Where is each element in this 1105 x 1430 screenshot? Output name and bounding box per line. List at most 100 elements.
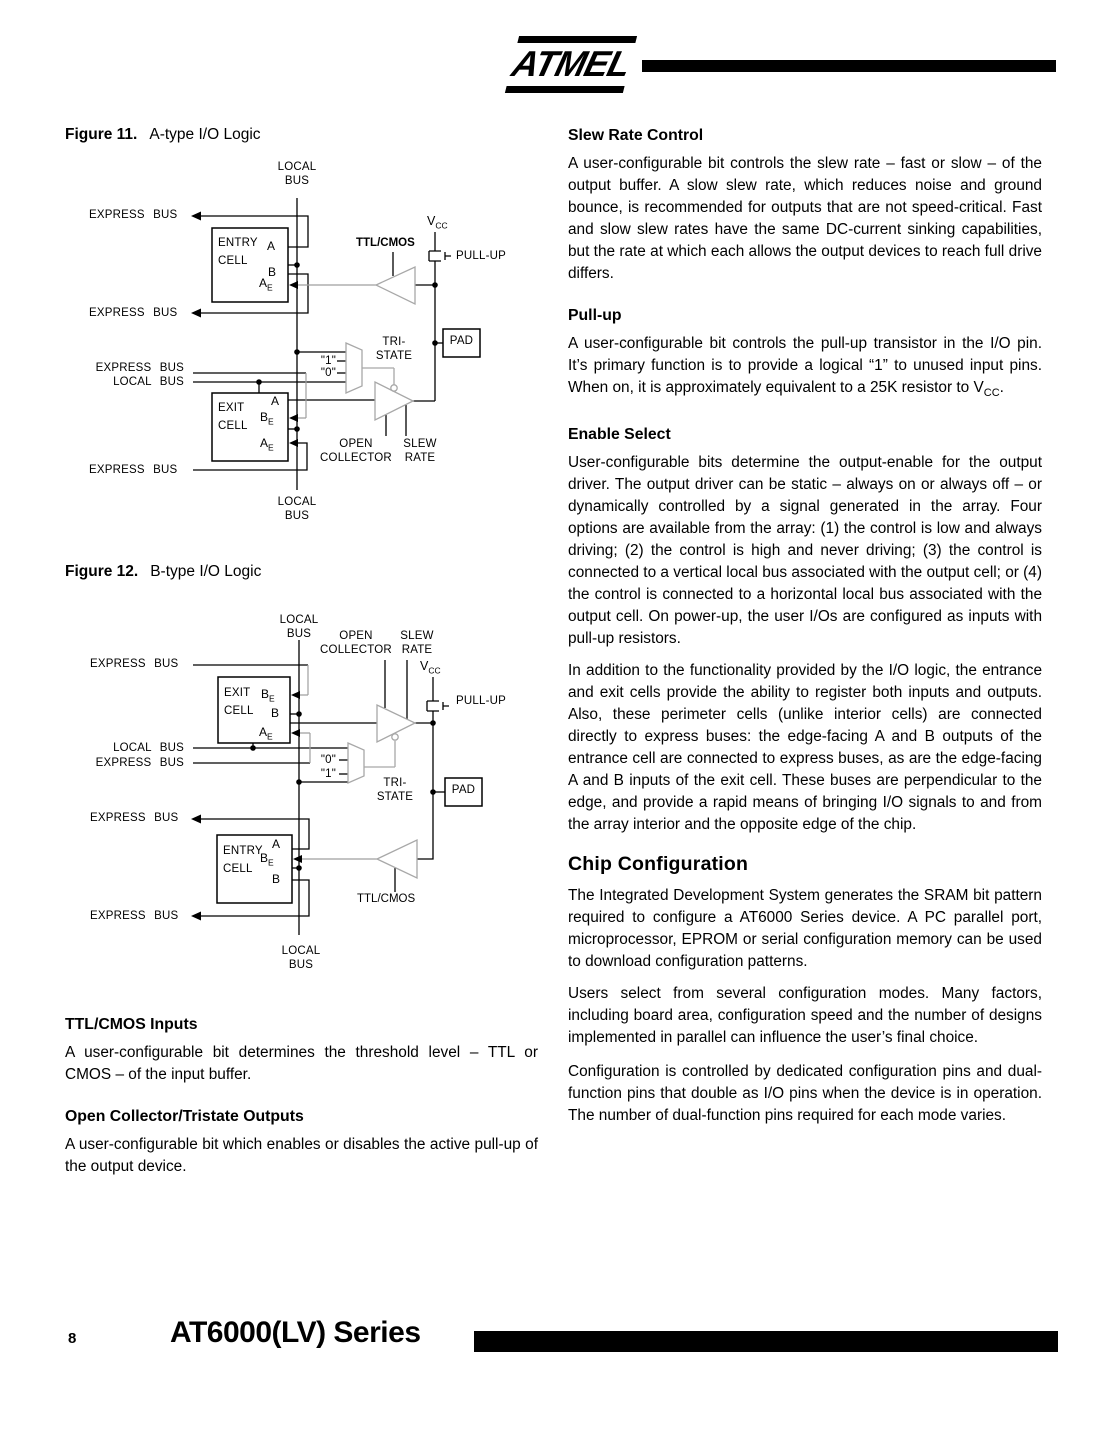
fig11-entry-cell-box [211, 227, 289, 303]
fig12-express-bus-4-label: EXPRESS BUS [90, 910, 179, 922]
fig12-pullup-symbol [426, 700, 449, 712]
fig12-slew-rate-label: SLEW RATE [400, 630, 434, 656]
fig12-cell-boxes [216, 676, 483, 904]
fig12-mux-const-1: "1" [320, 768, 336, 780]
fig11-gates [345, 265, 416, 422]
fig12-exit-pin-ae: AE [259, 725, 273, 742]
slew-rate-control-paragraph: A user-configurable bit controls the sle… [568, 155, 1042, 282]
pull-up-paragraph: A user-configurable bit controls the pul… [568, 335, 1042, 400]
fig12-entry-cell-label: ENTRY CELL [223, 845, 263, 875]
figure11-caption-label: Figure 11. [65, 126, 138, 143]
fig11-exit-pin-be: BE [260, 410, 274, 427]
pull-up-heading: Pull-up [568, 307, 622, 324]
fig11-slew-rate-label: SLEW RATE [403, 438, 437, 464]
fig11-exit-cell-label: EXIT CELL [218, 402, 248, 432]
fig11-bus-lines [193, 198, 443, 490]
fig11-input-buffer-triangle [374, 265, 416, 306]
page-number: 8 [68, 1330, 77, 1347]
fig12-pull-up-label: PULL-UP [456, 695, 506, 707]
fig12-entry-pin-a: A [272, 837, 281, 851]
fig11-entry-cell-label: ENTRY CELL [218, 237, 258, 267]
fig12-pad-box [444, 777, 483, 807]
fig12-exit-pin-b: B [271, 706, 280, 720]
fig11-open-collector-label: OPEN COLLECTOR [320, 438, 392, 464]
fig12-gray-links [296, 665, 377, 860]
fig12-input-buffer-triangle [375, 838, 418, 880]
fig11-gray-links [296, 284, 376, 419]
atmel-logo: ATMEL [504, 36, 638, 93]
ttl-cmos-inputs-paragraph: A user-configurable bit determines the t… [65, 1044, 538, 1083]
fig11-junction-dots [256, 262, 438, 432]
figure11-caption-title: A-type I/O Logic [149, 126, 261, 143]
fig12-enable-bubble [391, 733, 399, 741]
left-column-sections: TTL/CMOS Inputs A user-configurable bit … [65, 1016, 538, 1188]
fig12-entry-cell-box [216, 834, 293, 904]
open-collector-outputs-heading: Open Collector/Tristate Outputs [65, 1108, 304, 1125]
fig12-express-bus-2-label: EXPRESS BUS [95, 757, 184, 769]
fig11-exit-cell-box [211, 392, 289, 462]
chip-configuration-paragraph-2: Users select from several configuration … [568, 985, 1042, 1047]
fig11-entry-pin-a: A [267, 239, 276, 253]
slew-rate-control-heading: Slew Rate Control [568, 127, 704, 144]
fig11-local-bus-bottom-label: LOCAL BUS [277, 496, 317, 522]
fig12-exit-pin-be: BE [261, 687, 275, 704]
fig11-pull-up-label: PULL-UP [456, 250, 506, 262]
right-column-sections: Slew Rate Control A user-configurable bi… [568, 120, 1042, 1137]
figure11-linework [191, 198, 481, 490]
fig11-arrowheads [191, 211, 298, 447]
chip-configuration-paragraph-3: Configuration is controlled by dedicated… [568, 1063, 1042, 1125]
fig12-local-bus-bottom-label: LOCAL BUS [281, 945, 321, 971]
fig11-local-bus-row-label: LOCAL BUS [113, 376, 184, 388]
fig12-output-driver-triangle [376, 703, 417, 744]
fig12-gates [347, 703, 418, 880]
enable-select-heading: Enable Select [568, 426, 671, 444]
fig11-express-bus-1-label: EXPRESS BUS [89, 209, 178, 221]
fig11-tristate-mux [345, 342, 363, 394]
ttl-cmos-inputs-heading: TTL/CMOS Inputs [65, 1016, 198, 1033]
fig12-bus-lines [193, 640, 445, 935]
fig12-arrowheads [191, 691, 302, 921]
chip-configuration-paragraph-1: The Integrated Development System genera… [568, 887, 1042, 971]
fig12-mux-const-0: "0" [320, 754, 336, 766]
fig11-mux-const-1: "1" [320, 355, 336, 367]
fig12-tristate-mux [347, 742, 365, 784]
figure11-caption: Figure 11. A-type I/O Logic [65, 126, 261, 144]
fig11-tri-state-label: TRI- STATE [375, 336, 413, 362]
fig11-pad-box [442, 328, 481, 358]
figure12-diagram: LOCAL BUS OPEN COLLECTOR SLEW RATE EXPRE… [60, 600, 550, 975]
open-collector-outputs-paragraph: A user-configurable bit which enables or… [65, 1136, 538, 1175]
fig11-express-bus-3-label: EXPRESS BUS [95, 362, 184, 374]
figure12-caption-label: Figure 12. [65, 563, 139, 580]
fig11-cell-boxes [211, 227, 481, 462]
enable-select-paragraph-2: In addition to the functionality provide… [568, 662, 1042, 834]
fig11-vcc-label: VCC [427, 214, 448, 231]
figure12-linework [191, 640, 483, 935]
fig11-local-bus-top-label: LOCAL BUS [277, 161, 317, 187]
footer-rule-bar [474, 1331, 1058, 1352]
fig12-local-bus-top-label: LOCAL BUS [279, 614, 319, 640]
fig11-mux-const-0: "0" [320, 367, 336, 379]
figure12-caption-title: B-type I/O Logic [150, 563, 262, 580]
figure12-caption: Figure 12. B-type I/O Logic [65, 563, 261, 581]
fig12-express-bus-1-label: EXPRESS BUS [90, 658, 179, 670]
chip-configuration-heading: Chip Configuration [568, 853, 749, 876]
fig11-express-bus-2-label: EXPRESS BUS [89, 307, 178, 319]
fig11-entry-pin-b: B [268, 265, 277, 279]
footer-series-title: AT6000(LV) Series [170, 1316, 421, 1349]
fig11-exit-pin-ae: AE [260, 436, 274, 453]
fig12-local-bus-row-label: LOCAL BUS [113, 742, 184, 754]
fig11-pad-label: PAD [449, 335, 474, 347]
fig11-entry-pin-ae: AE [259, 276, 273, 293]
fig11-express-bus-4-label: EXPRESS BUS [89, 464, 178, 476]
fig12-pad-label: PAD [451, 784, 476, 796]
fig11-ttl-cmos-label: TTL/CMOS [356, 237, 415, 249]
fig11-pullup-symbol [428, 250, 451, 262]
fig12-express-bus-3-label: EXPRESS BUS [90, 812, 179, 824]
fig12-entry-pin-b: B [272, 872, 281, 886]
figure11-diagram: LOCAL BUS EXPRESS BUS ENTRY CELL A B AE … [60, 150, 550, 540]
fig12-junction-dots [250, 711, 436, 871]
fig12-open-collector-label: OPEN COLLECTOR [320, 630, 392, 656]
fig12-exit-cell-label: EXIT CELL [224, 687, 254, 717]
vcc-subscript: CC [983, 387, 1000, 400]
